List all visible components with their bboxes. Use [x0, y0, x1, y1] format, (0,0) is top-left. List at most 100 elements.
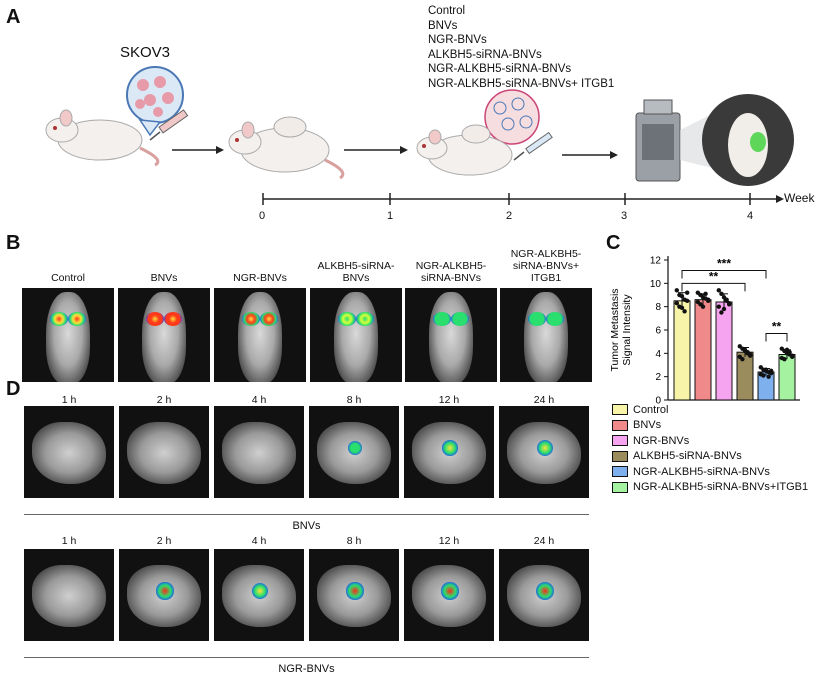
mouse-with-tumor-illustration — [416, 124, 513, 176]
y-axis-label: Signal Intensity — [621, 294, 633, 366]
data-point — [679, 293, 685, 299]
y-tick-label: 4 — [655, 349, 661, 360]
mouse-silhouette — [142, 292, 186, 382]
y-tick-label: 10 — [650, 279, 662, 290]
syringe-icon — [513, 131, 553, 161]
timepoint-label: 4 h — [251, 394, 267, 406]
experiment-schematic — [45, 66, 794, 205]
panel-letter-b: B — [6, 232, 21, 254]
group-separator — [24, 514, 589, 515]
data-point — [782, 356, 787, 362]
significance-label: *** — [717, 257, 731, 271]
legend-label: Control — [633, 403, 669, 416]
ivis-image-tile — [499, 406, 589, 498]
treatment-item: NGR-BNVs — [428, 34, 487, 46]
ivis-image-tile — [404, 406, 494, 498]
data-point — [790, 354, 795, 360]
significance-bracket — [681, 282, 746, 292]
data-point — [685, 298, 690, 304]
cell-culture-illustration — [126, 66, 184, 137]
legend-swatch — [612, 466, 628, 478]
legend-entry: NGR-ALKBH5-siRNA-BNVs — [612, 464, 808, 480]
legend-swatch — [612, 481, 628, 493]
legend-label: ALKBH5-siRNA-BNVs — [633, 450, 742, 463]
data-point — [703, 291, 708, 297]
mouse-silhouette — [222, 422, 296, 484]
signal-spot — [164, 312, 182, 326]
mouse-illustration — [45, 109, 160, 167]
group-label: ALKBH5-siRNA- BNVs — [317, 260, 395, 284]
data-point — [787, 349, 792, 355]
timepoint-label: 12 h — [438, 394, 460, 406]
legend-entry: Control — [612, 402, 808, 418]
legend-entry: NGR-ALKBH5-siRNA-BNVs+ITGB1 — [612, 480, 808, 496]
group-label: NGR-ALKBH5- siRNA-BNVs — [415, 260, 487, 284]
legend-swatch — [612, 419, 628, 431]
group-label: NGR-BNVs — [233, 272, 287, 284]
row-group-label: BNVs — [292, 520, 321, 532]
legend-entry: NGR-BNVs — [612, 433, 808, 449]
data-point — [740, 356, 745, 362]
legend-swatch — [612, 435, 628, 447]
timepoint-label: 24 h — [533, 394, 555, 406]
signal-spot — [68, 312, 86, 326]
data-point — [719, 310, 724, 315]
signal-spot — [50, 312, 68, 326]
signal-spot — [451, 312, 469, 326]
signal-spot — [528, 312, 546, 326]
ivis-image-tile — [24, 549, 114, 641]
legend-entry: ALKBH5-siRNA-BNVs — [612, 449, 808, 465]
treatment-item: ALKBH5-siRNA-BNVs — [428, 48, 542, 61]
mouse-silhouette — [32, 422, 106, 484]
data-point — [761, 373, 766, 378]
imaging-result-illustration — [702, 94, 794, 186]
row-group-label: NGR-BNVs — [278, 663, 335, 675]
mouse-silhouette — [32, 565, 106, 627]
treatment-item: NGR-ALKBH5-siRNA-BNVs+ ITGB1 — [428, 77, 615, 90]
ivis-image-tile — [119, 406, 209, 498]
data-point — [679, 305, 685, 311]
legend-label: NGR-ALKBH5-siRNA-BNVs — [633, 465, 770, 478]
data-point — [685, 290, 690, 295]
signal-spot — [536, 582, 554, 600]
ivis-image-tile — [24, 406, 114, 498]
mouse-with-tumor-illustration — [228, 116, 345, 180]
mouse-silhouette — [524, 292, 568, 382]
ivis-image-tile — [310, 288, 402, 382]
signal-spot — [242, 312, 260, 326]
significance-bracket — [681, 270, 767, 279]
signal-spot — [536, 439, 554, 457]
treatment-list: Control BNVs NGR-BNVs ALKBH5-siRNA-BNVs … — [428, 4, 614, 91]
signal-spot — [356, 312, 374, 326]
significance-bracket — [765, 333, 788, 342]
mouse-silhouette — [429, 292, 473, 382]
data-point — [716, 304, 721, 309]
data-point — [719, 291, 724, 297]
signal-spot — [338, 312, 356, 326]
timeline-tick-label: 2 — [506, 210, 513, 222]
data-point — [745, 349, 750, 355]
y-tick-label: 8 — [655, 302, 661, 313]
timepoint-label: 4 h — [251, 535, 267, 547]
signal-spot — [348, 441, 362, 455]
group-label: BNVs — [150, 272, 178, 284]
signal-spot — [441, 582, 459, 600]
ivis-image-tile — [309, 406, 399, 498]
panel-letter-a: A — [6, 6, 21, 28]
y-tick-label: 6 — [655, 326, 661, 337]
signal-spot — [433, 312, 451, 326]
signal-spot — [251, 582, 269, 600]
group-separator — [24, 657, 589, 658]
data-point — [716, 288, 721, 293]
timepoint-label: 1 h — [61, 394, 77, 406]
ivis-image-tile — [119, 549, 209, 641]
timepoint-label: 24 h — [533, 535, 555, 547]
timepoint-label: 2 h — [156, 394, 172, 406]
significance-label: ** — [772, 320, 782, 334]
data-point — [706, 298, 711, 304]
data-point — [700, 304, 706, 309]
ivis-image-tile — [404, 549, 494, 641]
data-point — [727, 302, 732, 307]
